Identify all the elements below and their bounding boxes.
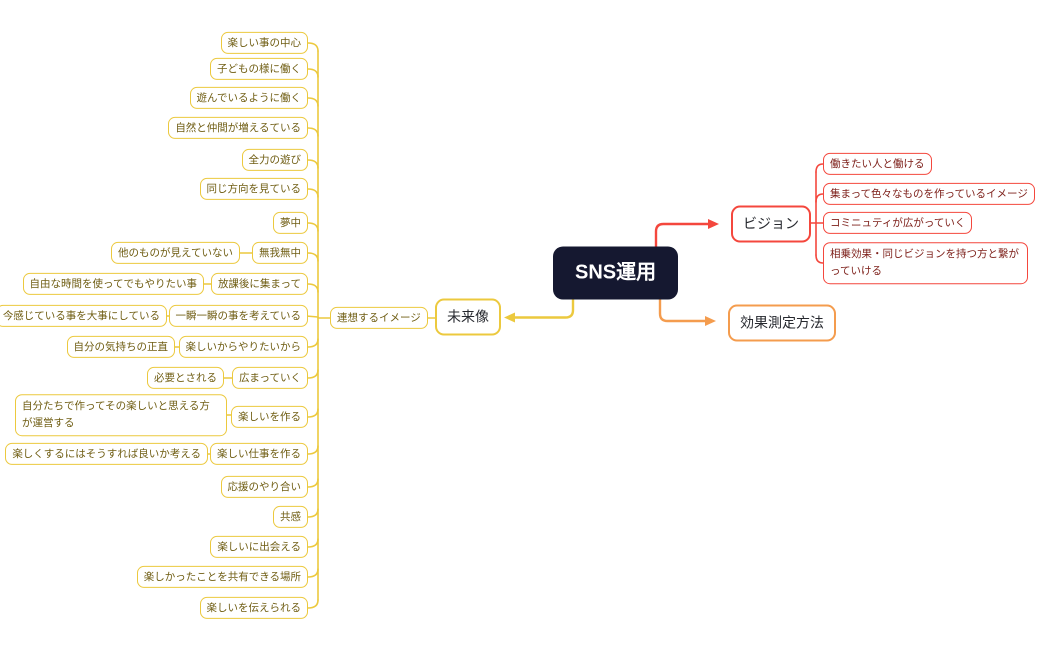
leaf-node[interactable]: 楽しいからやりたいから	[178, 335, 308, 359]
sub-leaf-node[interactable]: 自分の気持ちの正直	[66, 335, 175, 359]
sub-leaf-node[interactable]: 自分たちで作ってその楽しいと思える方が運営する	[15, 394, 227, 436]
vision-leaf[interactable]: 働きたい人と働ける	[823, 152, 932, 176]
leaf-node[interactable]: 楽しいを伝えられる	[199, 596, 308, 620]
topic-future[interactable]: 未来像	[435, 298, 501, 336]
root-topic[interactable]: SNS運用	[553, 246, 679, 300]
leaf-node[interactable]: 夢中	[273, 211, 308, 235]
leaf-node[interactable]: 子どもの様に働く	[210, 57, 308, 81]
leaf-node[interactable]: 遊んでいるように働く	[189, 86, 308, 110]
leaf-node[interactable]: 広まっていく	[231, 366, 308, 390]
leaf-node[interactable]: 楽しいに出会える	[210, 535, 308, 559]
arrow-root-to-measurement	[658, 294, 716, 326]
topic-measurement[interactable]: 効果測定方法	[728, 304, 836, 342]
leaf-node[interactable]: 楽しい事の中心	[220, 31, 308, 55]
leaf-node[interactable]: 楽しいを作る	[231, 405, 308, 429]
sub-leaf-node[interactable]: 必要とされる	[147, 366, 224, 390]
arrow-root-to-vision	[654, 219, 719, 251]
vision-leaf[interactable]: コミニュティが広がっていく	[823, 211, 973, 235]
leaf-node[interactable]: 自然と仲間が増えるている	[168, 116, 308, 140]
leaf-node[interactable]: 楽しかったことを共有できる場所	[136, 565, 308, 589]
leaf-node[interactable]: 共感	[273, 505, 308, 529]
leaf-node[interactable]: 同じ方向を見ている	[199, 177, 308, 201]
sub-leaf-node[interactable]: 今感じている事を大事にしている	[0, 304, 167, 328]
leaf-node[interactable]: 放課後に集まって	[210, 272, 308, 296]
node-association[interactable]: 連想するイメージ	[330, 306, 428, 330]
sub-leaf-node[interactable]: 楽しくするにはそうすれば良いか考える	[5, 442, 208, 466]
vision-leaf[interactable]: 相乗効果・同じビジョンを持つ方と繋がっていける	[823, 242, 1028, 284]
sub-leaf-node[interactable]: 他のものが見えていない	[111, 241, 240, 265]
sub-leaf-node[interactable]: 自由な時間を使ってでもやりたい事	[22, 272, 204, 296]
topic-vision[interactable]: ビジョン	[731, 205, 811, 243]
vision-leaf[interactable]: 集まって色々なものを作っているイメージ	[823, 182, 1035, 206]
leaf-node[interactable]: 全力の遊び	[241, 148, 308, 172]
leaf-node[interactable]: 一瞬一瞬の事を考えている	[168, 304, 308, 328]
leaf-node[interactable]: 楽しい仕事を作る	[210, 442, 308, 466]
arrow-root-to-future	[504, 294, 575, 323]
leaf-node[interactable]: 無我無中	[252, 241, 308, 265]
leaf-node[interactable]: 応援のやり合い	[220, 475, 308, 499]
